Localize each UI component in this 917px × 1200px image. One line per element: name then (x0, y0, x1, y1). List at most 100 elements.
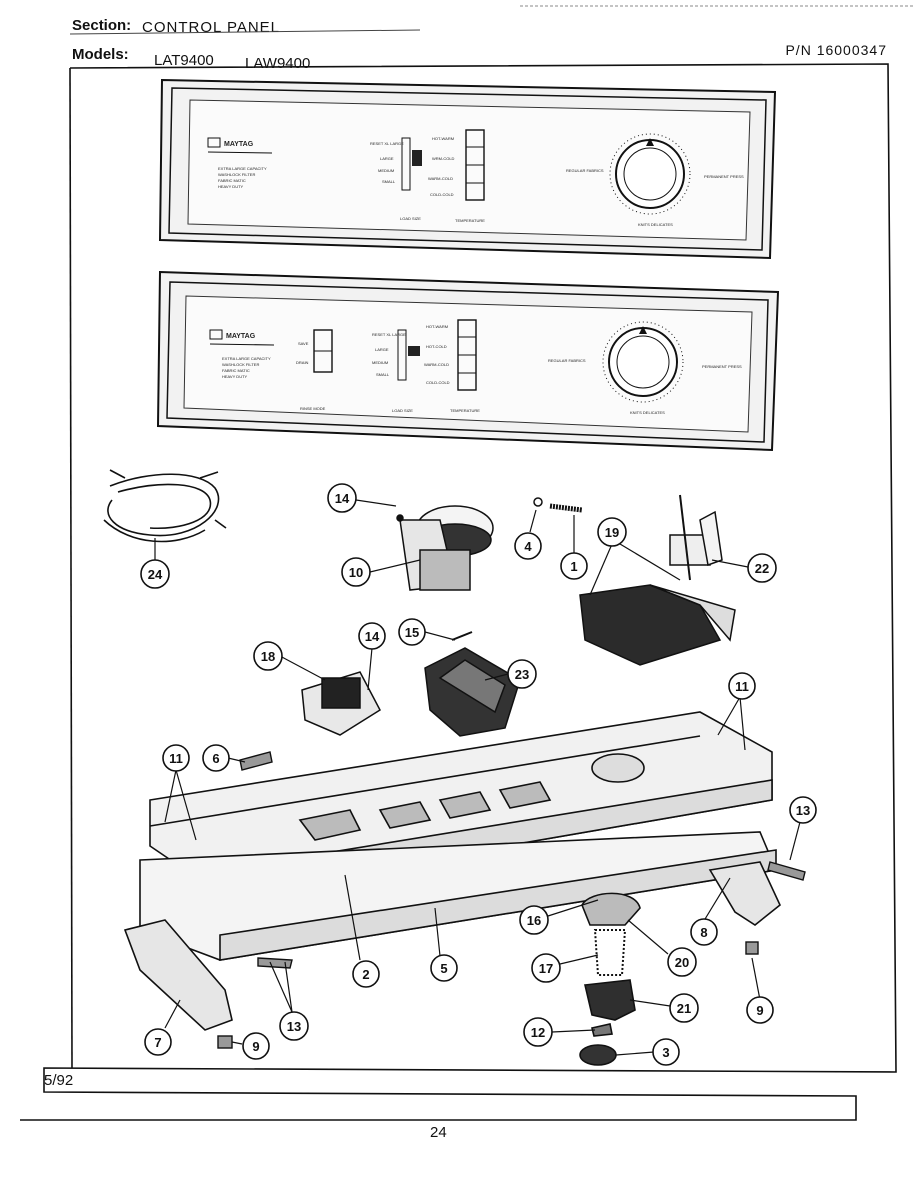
callout: 9 (746, 996, 774, 1024)
callout: 14 (358, 622, 386, 650)
callout-number: 4 (524, 539, 532, 554)
callout-number: 5 (440, 961, 447, 976)
callout: 7 (144, 1028, 172, 1056)
callout-number: 11 (169, 751, 183, 766)
load-size-slider (408, 346, 420, 356)
panel1-cycle-bottom: KNITS DELICATES (638, 222, 673, 227)
callout-number: 11 (735, 679, 749, 694)
model-lat9400: LAT9400 (154, 52, 214, 69)
callout-number: 12 (531, 1025, 545, 1040)
panel2-size-option: RESET XL LARGE (372, 332, 406, 337)
callout-number: 13 (796, 803, 810, 818)
callout: 1 (560, 552, 588, 580)
control-panel-1: MAYTAG EXTRA LARGE CAPACITY WASHLOCK FIL… (158, 78, 777, 260)
callout-number: 9 (252, 1039, 259, 1054)
callout: 10 (341, 557, 371, 587)
timer-dial-knob (608, 327, 678, 397)
callout: 2 (352, 960, 380, 988)
callout: 6 (202, 744, 230, 772)
panel2-temp-option: WARM-COLD (424, 362, 449, 367)
callout-number: 1 (570, 559, 577, 574)
panel1-size-option: MEDIUM (378, 168, 394, 173)
pressure-switch-part (396, 505, 494, 591)
callout-number: 14 (335, 491, 350, 506)
callout-number: 17 (539, 961, 553, 976)
callout: 11 (162, 744, 190, 772)
panel1-size-option: SMALL (382, 179, 396, 184)
end-bracket-part (123, 919, 233, 1031)
panel1-size-caption: LOAD SIZE (400, 216, 421, 221)
callouts: 14 10 4 1 19 22 24 15 14 18 23 11 6 11 1… (140, 483, 817, 1066)
callout-number: 24 (148, 567, 163, 582)
callout-number: 3 (662, 1045, 669, 1060)
diagram-frame (20, 63, 897, 1121)
callout: 17 (531, 953, 561, 983)
clip-parts (217, 751, 806, 1049)
callout-number: 13 (287, 1019, 301, 1034)
callout-number: 22 (755, 561, 769, 576)
wire-harness-part (103, 469, 227, 543)
panel2-line: EXTRA LARGE CAPACITY (222, 356, 271, 361)
panel1-line: EXTRA LARGE CAPACITY (218, 166, 267, 171)
callout: 9 (242, 1032, 270, 1060)
callout: 18 (253, 641, 283, 671)
panel2-temp-caption: TEMPERATURE (450, 408, 480, 413)
end-bracket-right-part (708, 861, 781, 926)
callout: 21 (669, 993, 699, 1023)
panel2-cycle-left: REGULAR FABRICS (548, 358, 586, 363)
maytag-logo-icon (207, 137, 221, 148)
knob-assembly-part (579, 892, 641, 1066)
callout: 13 (279, 1011, 309, 1041)
panel2-mode-option: DRAIN (296, 360, 309, 365)
callout: 14 (327, 483, 357, 513)
panel2-temp-option: COLD-COLD (426, 380, 450, 385)
panel2-temp-option: HOT-COLD (426, 344, 447, 349)
panel1-temp-option: WARM-COLD (428, 176, 453, 181)
panel2-line: FABRIC MATIC (222, 368, 250, 373)
panel1-temp-caption: TEMPERATURE (455, 218, 485, 223)
panel1-line: WASHLOCK FILTER (218, 172, 255, 177)
panel1-line: FABRIC MATIC (218, 178, 246, 183)
models-label: Models: (72, 46, 129, 63)
panel1-size-option: RESET XL LARGE (370, 141, 404, 146)
panel2-cycle-bottom: KNITS DELICATES (630, 410, 665, 415)
callout-number: 19 (605, 525, 619, 540)
callout-number: 7 (154, 1035, 161, 1050)
leader-lines (154, 499, 801, 1056)
callout: 8 (690, 918, 718, 946)
callout-number: 16 (527, 913, 541, 928)
timer-assembly-part (579, 494, 736, 666)
callout: 20 (667, 947, 697, 977)
callout-number: 15 (405, 625, 419, 640)
part-number: P/N 16000347 (785, 42, 887, 58)
panel1-size-option: LARGE (380, 156, 394, 161)
callout-number: 9 (756, 1003, 763, 1018)
callout: 5 (430, 954, 458, 982)
panel2-temp-option: HOT-WARM (426, 324, 448, 329)
panel2-size-option: MEDIUM (372, 360, 388, 365)
panel1-cycle-right: PERMANENT PRESS (704, 174, 744, 179)
timer-dial-knob (615, 139, 685, 209)
page-number: 24 (430, 1124, 447, 1141)
callout: 16 (519, 905, 549, 935)
callout: 23 (507, 659, 537, 689)
maytag-logo-icon (209, 329, 223, 340)
callout-number: 18 (261, 649, 275, 664)
panel2-brand: MAYTAG (226, 333, 256, 340)
panel2-line: WASHLOCK FILTER (222, 362, 259, 367)
panel1-temp-option: HOT-WARM (432, 136, 454, 141)
panel2-size-option: LARGE (375, 347, 389, 352)
callout-number: 14 (365, 629, 380, 644)
panel2-mode-caption: RINSE MODE (300, 406, 326, 411)
callout: 15 (398, 618, 426, 646)
callout: 19 (597, 517, 627, 547)
callout: 13 (789, 796, 817, 824)
panel2-size-option: SMALL (376, 372, 390, 377)
callout: 11 (728, 672, 756, 700)
spring-and-ring-part (533, 497, 583, 513)
panel1-temp-option: COLD-COLD (430, 192, 454, 197)
panel2-size-caption: LOAD SIZE (392, 408, 413, 413)
callout-number: 6 (212, 751, 219, 766)
panel2-line: HEAVY DUTY (222, 374, 248, 379)
